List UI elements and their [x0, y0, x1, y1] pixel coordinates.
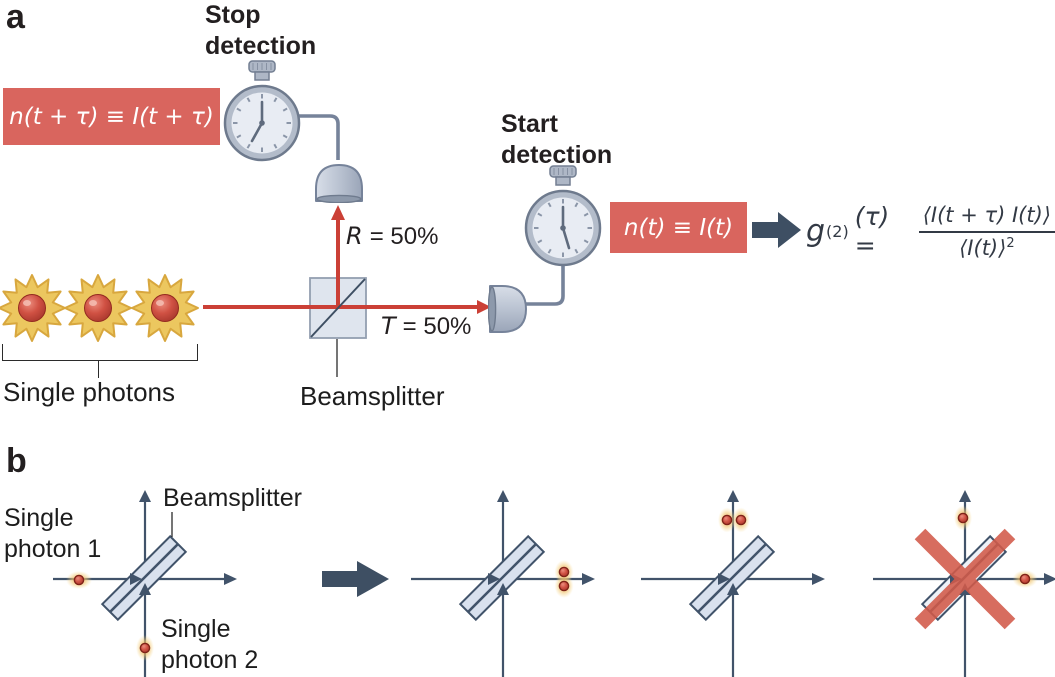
- hom-diagram-both-up: [641, 490, 825, 677]
- vertical-axis-arrowhead: [497, 490, 509, 502]
- implies-arrow-icon: [322, 561, 389, 597]
- stopwatch-start-icon: [524, 165, 602, 267]
- photon-1-dot: [73, 574, 85, 586]
- forbidden-x-mark: [914, 528, 1016, 630]
- single-photon-1-label: Single photon 1: [4, 504, 102, 563]
- formula-superscript: (2): [826, 221, 849, 241]
- detector-aperture: [488, 286, 497, 332]
- incoming-right-arrowhead: [718, 573, 730, 585]
- incoming-up-arrowhead: [497, 583, 509, 595]
- formula-argument: (τ) =: [854, 202, 890, 260]
- photodetector-stop-icon: [315, 164, 363, 203]
- photon-sphere: [151, 294, 179, 322]
- stopwatch-crown-stem: [254, 71, 270, 81]
- photon-2-dot: [139, 642, 151, 654]
- stopwatch-stop-icon: [223, 60, 301, 162]
- incoming-right-arrowhead: [488, 573, 500, 585]
- g2-formula: g(2) (τ) = ⟨I(t + τ) I(t)⟩ ⟨I(t)⟩2: [806, 190, 1055, 272]
- block-arrow: [322, 561, 389, 597]
- panel-a-label: a: [6, 0, 25, 36]
- single-photon-star-icon: [64, 274, 132, 342]
- beamsplitter-plate: [100, 534, 188, 622]
- hom-diagram-forbidden: [873, 490, 1055, 677]
- photon-dot: [1019, 573, 1031, 585]
- detector-aperture: [316, 194, 362, 203]
- detector-dome: [315, 164, 363, 202]
- photon-dot: [957, 512, 969, 524]
- formula-denominator: ⟨I(t)⟩2: [919, 233, 1055, 260]
- implies-arrow-icon: [752, 212, 801, 248]
- stopwatch-hand-second: [250, 121, 264, 143]
- single-photons-label: Single photons: [3, 377, 176, 407]
- hom-diagram-both-right: [411, 490, 595, 677]
- photodetector-start-icon: [488, 285, 527, 333]
- reflectance-variable: R: [346, 222, 363, 250]
- vertical-axis-arrowhead: [959, 490, 971, 502]
- optical-path-diagram: [203, 114, 565, 377]
- stopwatch-crown-stem: [555, 176, 571, 186]
- photon-dot: [558, 566, 570, 578]
- incoming-up-arrowhead: [139, 583, 151, 595]
- formula-denominator-base: ⟨I(t)⟩: [959, 235, 1007, 260]
- photon-dot: [558, 580, 570, 592]
- beamsplitter-plate: [458, 534, 546, 622]
- hom-diagram-input: [53, 490, 237, 677]
- single-photon-star-icon: [131, 274, 199, 342]
- reflected-beam-arrowhead: [331, 205, 345, 220]
- vertical-axis-arrowhead: [727, 490, 739, 502]
- transmittance-label: T= 50%: [381, 312, 471, 341]
- photon-dot: [735, 514, 747, 526]
- transmitted-beam-arrowhead: [477, 300, 491, 314]
- beamsplitter-a-label: Beamsplitter: [300, 381, 445, 411]
- block-arrow: [752, 212, 801, 248]
- vertical-axis-arrowhead: [139, 490, 151, 502]
- stop-equation-box: n(t + τ) ≡ I(t + τ): [3, 88, 220, 145]
- horizontal-axis-arrowhead: [1044, 573, 1055, 585]
- single-photon-star-icon: [0, 274, 66, 342]
- formula-g: g: [806, 213, 826, 249]
- single-photons-bracket: [2, 344, 198, 361]
- beamsplitter-b-label: Beamsplitter: [163, 484, 302, 512]
- photon-sphere: [18, 294, 46, 322]
- stop-equation-text: n(t + τ) ≡ I(t + τ): [9, 103, 214, 130]
- panel-b-label: b: [6, 442, 27, 480]
- horizontal-axis-arrowhead: [812, 573, 825, 585]
- start-detection-label: Start detection: [501, 110, 613, 169]
- stop-detection-label: Stop detection: [205, 1, 317, 60]
- horizontal-axis-arrowhead: [582, 573, 595, 585]
- beamsplitter-diagonal: [310, 278, 366, 338]
- formula-fraction: ⟨I(t + τ) I(t)⟩ ⟨I(t)⟩2: [918, 203, 1055, 260]
- formula-denominator-exponent: 2: [1006, 235, 1015, 251]
- horizontal-axis-arrowhead: [224, 573, 237, 585]
- photon-dot: [721, 514, 733, 526]
- start-equation-box: n(t) ≡ I(t): [610, 202, 747, 253]
- photon-sphere: [84, 294, 112, 322]
- reflectance-value: = 50%: [369, 223, 439, 250]
- formula-numerator: ⟨I(t + τ) I(t)⟩: [918, 203, 1055, 233]
- incoming-right-arrowhead: [130, 573, 142, 585]
- stopwatch-hand-second: [561, 226, 571, 250]
- single-photons-bracket-stem: [98, 360, 99, 378]
- stopwatch-ticks: [233, 94, 291, 152]
- single-photon-2-label: Single photon 2: [161, 615, 259, 674]
- detector-dome: [489, 285, 527, 333]
- transmittance-value: = 50%: [402, 313, 472, 340]
- beamsplitter-plate: [688, 534, 776, 622]
- stopwatch-ticks: [534, 199, 592, 257]
- incoming-up-arrowhead: [727, 583, 739, 595]
- transmittance-variable: T: [381, 312, 396, 340]
- start-detector-wire: [520, 266, 565, 306]
- start-equation-text: n(t) ≡ I(t): [623, 214, 734, 241]
- stop-detector-wire: [297, 114, 340, 160]
- reflectance-label: R= 50%: [346, 222, 438, 251]
